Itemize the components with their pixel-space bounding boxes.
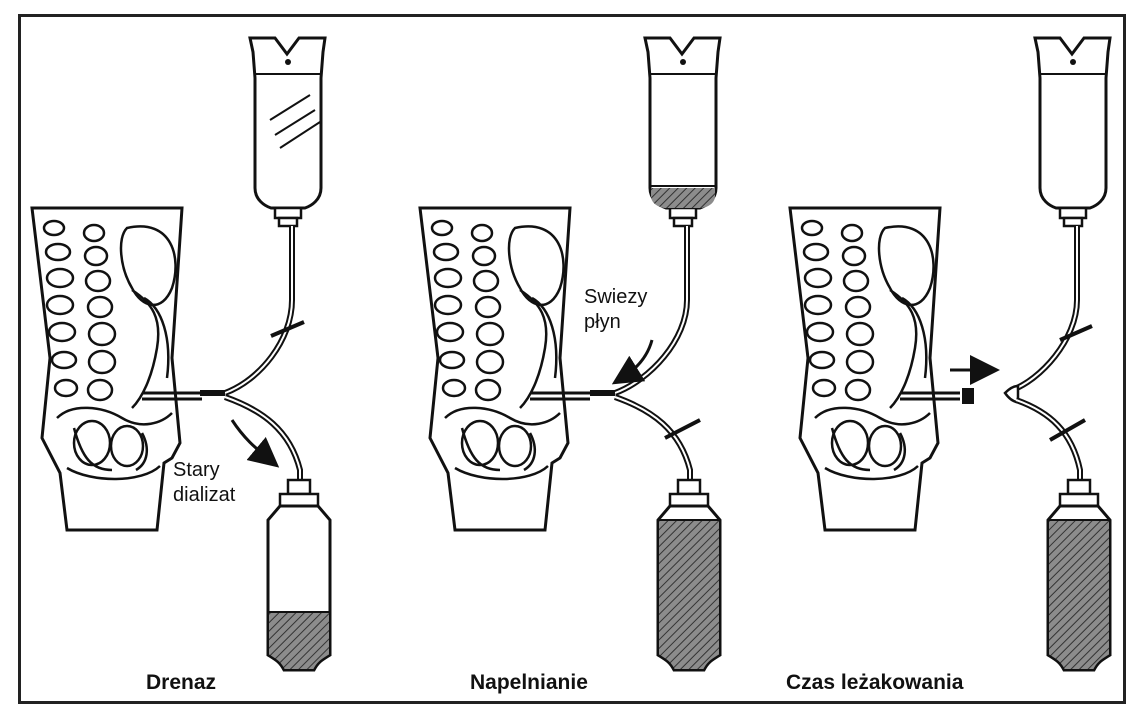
iv-bag-icon — [1035, 38, 1110, 226]
caption-dwell-time: Czas leżakowania — [786, 672, 963, 693]
caption-filling: Napelnianie — [470, 672, 588, 693]
annotation-line: płyn — [584, 310, 647, 335]
panel-drainage — [32, 38, 330, 670]
catheter-cap-icon — [962, 388, 974, 404]
annotation-line: dializat — [173, 483, 235, 508]
iv-bag-icon — [250, 38, 325, 226]
panel-filling — [420, 38, 720, 670]
annotation-line: Stary — [173, 458, 235, 483]
annotation-line: Swiezy — [584, 285, 647, 310]
drainage-bottle-icon — [1048, 480, 1110, 670]
annotation-old-dialysate: Stary dializat — [173, 458, 235, 508]
caption-drainage: Drenaz — [146, 672, 216, 693]
drainage-bottle-icon — [268, 480, 330, 670]
annotation-fresh-fluid: Swiezy płyn — [584, 285, 647, 335]
drainage-bottle-icon — [658, 480, 720, 670]
clamp-icon — [1060, 326, 1092, 340]
panel-dwell — [790, 38, 1110, 670]
flow-arrow-icon — [232, 420, 270, 460]
iv-bag-icon — [645, 38, 720, 226]
